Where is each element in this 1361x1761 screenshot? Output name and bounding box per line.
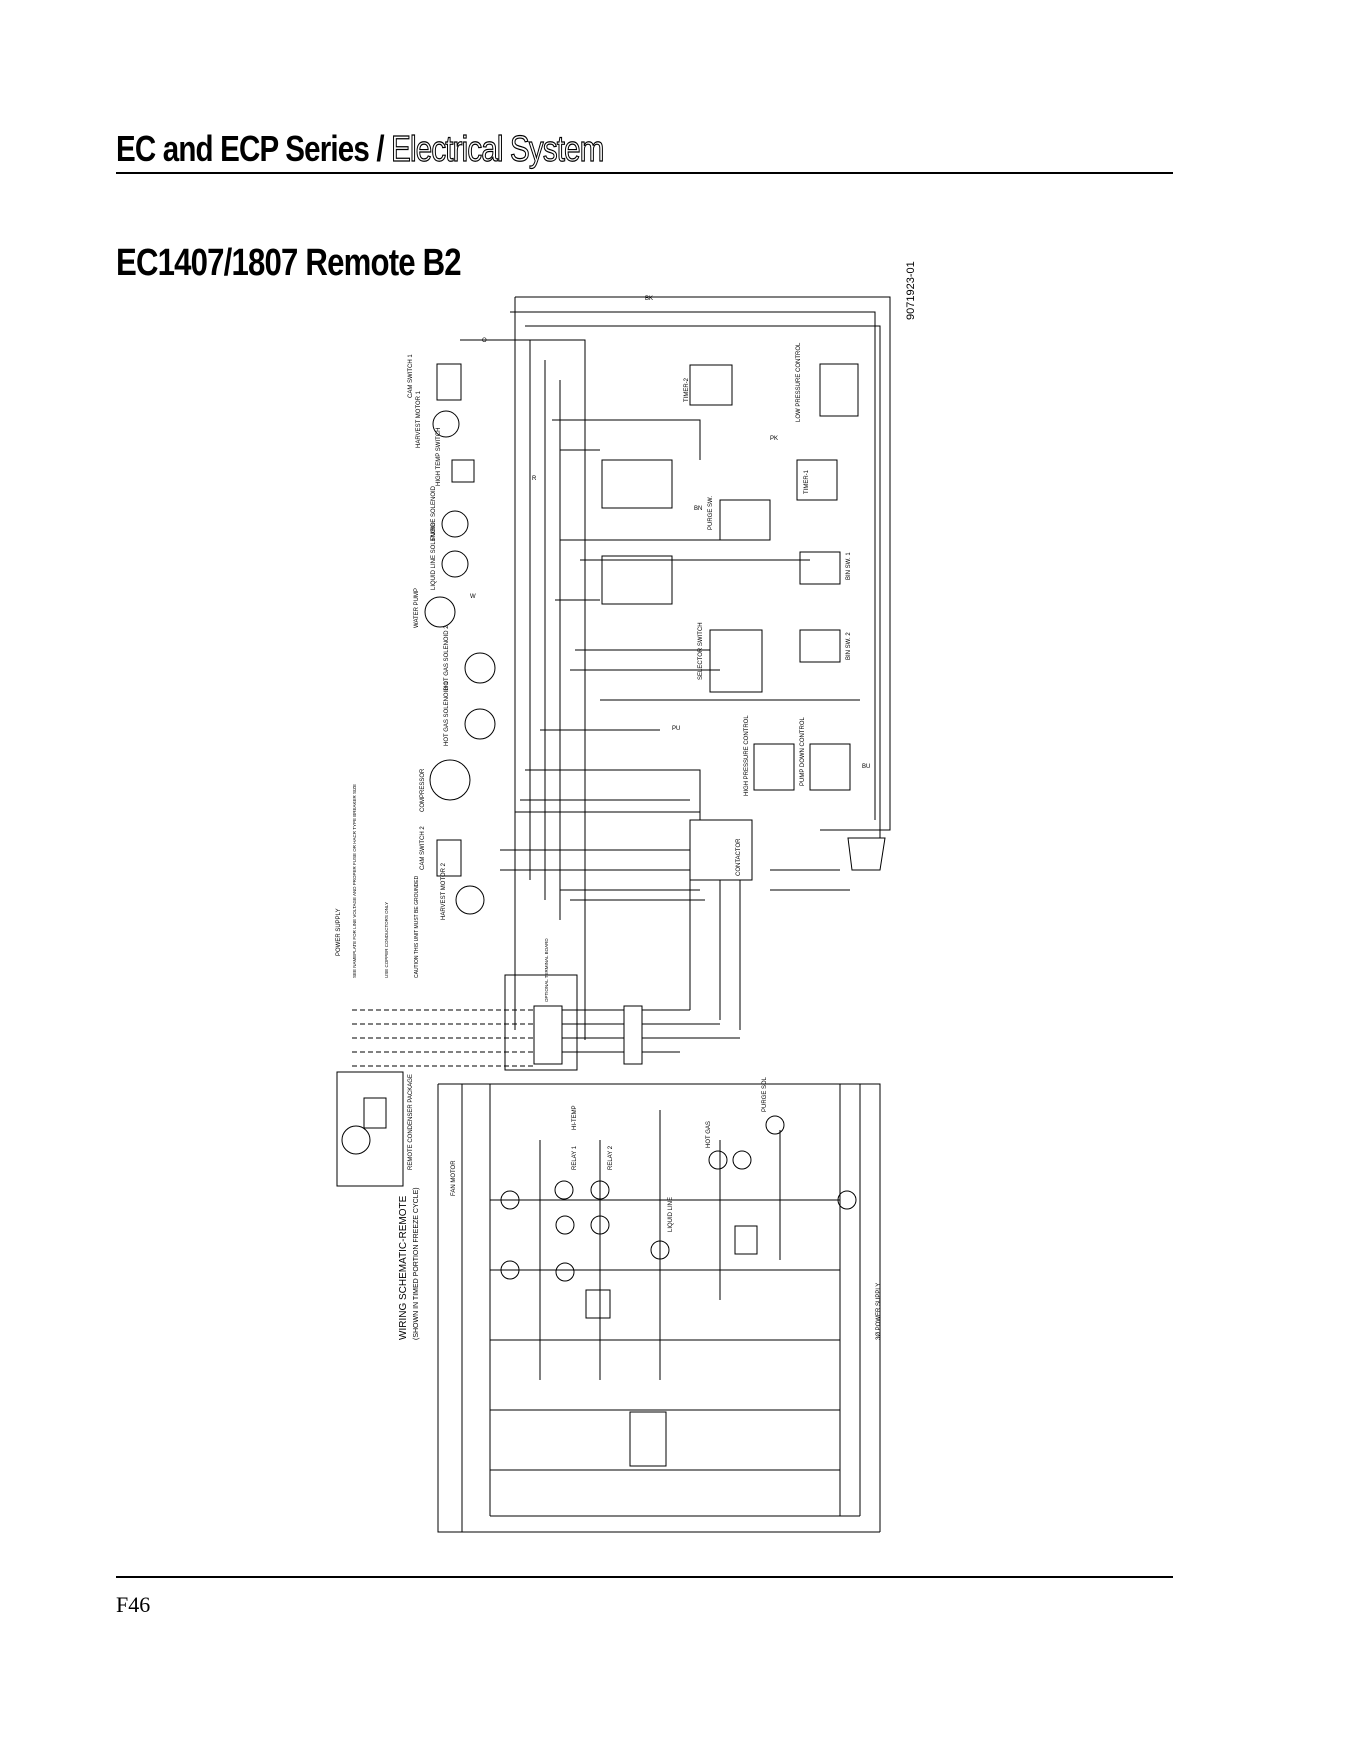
header-series: EC and ECP Series bbox=[116, 128, 370, 169]
label-power-supply: POWER SUPPLY bbox=[336, 908, 342, 956]
label-bin-sw-1: BIN SW. 1 bbox=[846, 552, 852, 580]
drawing-number: 9071923-01 bbox=[905, 261, 917, 320]
label-pump-down-control: PUMP DOWN CONTROL bbox=[800, 716, 806, 786]
label-water-pump: WATER PUMP bbox=[414, 588, 420, 628]
label-liquid-line: LIQUID LINE bbox=[668, 1197, 674, 1232]
label-bin-sw-2: BIN SW. 2 bbox=[846, 632, 852, 660]
wire-color-pu: PU bbox=[672, 726, 680, 732]
label-purge-solenoid: PURGE SOLENOID bbox=[431, 485, 437, 540]
label-hot-gas: HOT GAS bbox=[706, 1121, 712, 1148]
wire-color-w: W bbox=[470, 594, 476, 600]
label-fan-motor: FAN MOTOR bbox=[451, 1160, 457, 1196]
header-title: EC and ECP Series / Electrical System bbox=[116, 127, 605, 170]
label-compressor: COMPRESSOR bbox=[420, 768, 426, 812]
label-high-temp-switch: HIGH TEMP SWITCH bbox=[436, 428, 442, 486]
label-high-pressure-control: HIGH PRESSURE CONTROL bbox=[744, 715, 750, 796]
label-power-supply-3ph: 3Ø POWER SUPPLY bbox=[876, 1283, 882, 1340]
label-schematic-note: (SHOWN IN TIMED PORTION FREEZE CYCLE) bbox=[413, 1187, 420, 1340]
label-purge-sol: PURGE SOL bbox=[762, 1076, 768, 1112]
wire-color-pk: PK bbox=[770, 436, 778, 442]
label-contactor: CONTACTOR bbox=[736, 838, 742, 876]
label-hot-gas-solenoid-2: HOT GAS SOLENOID 2 bbox=[444, 625, 450, 690]
label-relay-2: RELAY 2 bbox=[608, 1145, 614, 1170]
label-purge-sw: PURGE SW. bbox=[708, 496, 714, 530]
label-liquid-line-solenoid: LIQUID LINE SOLENOID bbox=[431, 522, 437, 590]
header-separator: / bbox=[368, 128, 392, 169]
label-hot-gas-solenoid-1: HOT GAS SOLENOID 1 bbox=[444, 681, 450, 746]
wire-color-bu: BU bbox=[862, 764, 870, 770]
label-low-pressure-control: LOW PRESSURE CONTROL bbox=[796, 342, 802, 422]
label-caution: CAUTION THIS UNIT MUST BE GROUNDED bbox=[414, 875, 420, 978]
page-title: EC1407/1807 Remote B2 bbox=[116, 242, 462, 284]
label-remote-condenser-package: REMOTE CONDENSER PACKAGE bbox=[408, 1074, 414, 1170]
label-harvest-motor-2: HARVEST MOTOR 2 bbox=[441, 862, 447, 920]
wire-color-bn: BN bbox=[694, 506, 702, 512]
label-nameplate-note: SEE NAMEPLATE FOR LINE VOLTAGE AND PROPE… bbox=[352, 784, 357, 978]
header-section: Electrical System bbox=[391, 127, 605, 169]
label-harvest-motor-1: HARVEST MOTOR 1 bbox=[416, 390, 422, 448]
wire-color-r: R bbox=[532, 476, 537, 482]
label-optional-terminal-board: OPTIONAL TERMINAL BOARD bbox=[544, 938, 549, 1002]
label-timer-1: TIMER-1 bbox=[804, 469, 810, 494]
page-number: F46 bbox=[116, 1592, 151, 1617]
footer-rule bbox=[116, 1576, 1173, 1578]
wire-color-bk: BK bbox=[645, 296, 653, 302]
label-relay-1: RELAY 1 bbox=[572, 1145, 578, 1170]
page-header: EC and ECP Series / Electrical System bbox=[116, 127, 1173, 174]
wire-color-o: O bbox=[482, 338, 487, 344]
label-timer-2: TIMER-2 bbox=[684, 377, 690, 402]
label-wiring-schematic: WIRING SCHEMATIC-REMOTE bbox=[398, 1195, 409, 1340]
label-copper-note: USE COPPER CONDUCTORS ONLY bbox=[384, 902, 389, 978]
label-hi-temp: HI-TEMP bbox=[572, 1105, 578, 1130]
label-cam-switch-1: CAM SWITCH 1 bbox=[408, 354, 414, 398]
label-cam-switch-2: CAM SWITCH 2 bbox=[420, 826, 426, 870]
label-selector-switch: SELECTOR SWITCH bbox=[698, 622, 704, 680]
